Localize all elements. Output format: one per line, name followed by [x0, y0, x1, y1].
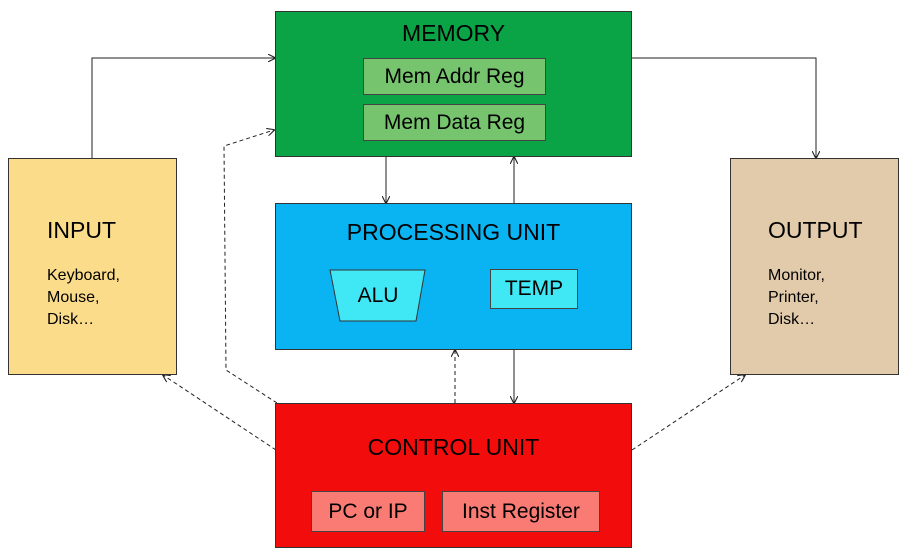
memory-to-output-arrow — [632, 57, 816, 158]
alu-trapezoid — [329, 269, 426, 322]
control-to-input-signal — [163, 375, 277, 451]
output-title: OUTPUT — [768, 217, 863, 243]
alu-shape — [329, 269, 426, 322]
output-device: Disk… — [768, 311, 816, 328]
temp-register: TEMP — [490, 269, 578, 309]
processing-unit-title: PROCESSING UNIT — [346, 219, 561, 245]
input-to-memory-arrow — [91, 58, 275, 158]
processing-unit-block: PROCESSING UNIT ALU TEMP — [275, 203, 632, 350]
input-block: INPUT Keyboard, Mouse, Disk… — [8, 158, 177, 375]
output-device: Printer, — [768, 289, 819, 306]
control-unit-title: CONTROL UNIT — [367, 434, 540, 460]
mem-addr-reg: Mem Addr Reg — [363, 58, 546, 95]
input-device: Mouse, — [47, 289, 100, 306]
control-to-output-signal — [631, 375, 745, 451]
control-to-memory-signal — [223, 130, 278, 404]
output-device: Monitor, — [768, 267, 825, 284]
input-device: Keyboard, — [47, 267, 120, 284]
input-device-list: Keyboard, Mouse, Disk… — [47, 265, 120, 331]
alu-label: ALU — [357, 284, 399, 307]
memory-title: MEMORY — [401, 20, 506, 46]
inst-register: Inst Register — [442, 491, 600, 532]
input-title: INPUT — [47, 217, 116, 243]
memory-block: MEMORY Mem Addr Reg Mem Data Reg — [275, 11, 632, 157]
input-device: Disk… — [47, 311, 95, 328]
mem-data-reg: Mem Data Reg — [363, 104, 546, 141]
output-block: OUTPUT Monitor, Printer, Disk… — [730, 158, 899, 375]
output-device-list: Monitor, Printer, Disk… — [768, 265, 825, 331]
control-unit-block: CONTROL UNIT PC or IP Inst Register — [275, 403, 632, 548]
pc-or-ip-register: PC or IP — [311, 491, 425, 532]
